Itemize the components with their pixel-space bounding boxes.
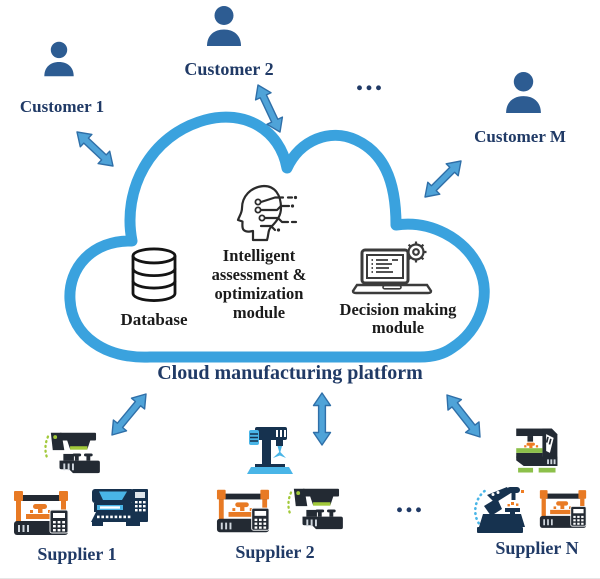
supplier-2-label: Supplier 2 [235, 542, 315, 562]
intelligent-module-label: Intelligent assessment & optimization mo… [211, 246, 307, 322]
person-icon [501, 70, 546, 115]
cnc-machine-icon [40, 427, 104, 477]
decision-module-label: Decision making module [339, 300, 457, 337]
customer-1-label: Customer 1 [19, 97, 105, 116]
3d-printer-icon [7, 485, 75, 541]
double-headed-arrow [446, 394, 481, 438]
double-headed-arrow [312, 392, 332, 446]
customer-2-label: Customer 2 [184, 59, 274, 79]
customers-ellipsis: ... [355, 64, 385, 97]
robot-arm-icon [466, 482, 532, 536]
database-module-label: Database [120, 310, 188, 329]
suppliers-ellipsis: ... [395, 486, 425, 519]
double-headed-arrow [424, 160, 462, 198]
laptop-gear-icon [350, 240, 434, 302]
double-headed-arrow [111, 393, 147, 436]
measuring-machine-icon [87, 486, 153, 540]
supplier-n-label: Supplier N [495, 538, 579, 558]
milling-machine-icon [505, 424, 563, 478]
person-icon [202, 4, 246, 48]
ai-head-circuit-icon [230, 182, 308, 244]
3d-printer-icon [532, 485, 594, 533]
person-icon [40, 40, 78, 78]
double-headed-arrow [76, 131, 114, 167]
supplier-1-label: Supplier 1 [37, 544, 117, 564]
drill-press-icon [241, 423, 299, 477]
cloud-platform-label: Cloud manufacturing platform [157, 362, 423, 384]
3d-printer-icon [209, 484, 277, 538]
cnc-machine-icon [281, 483, 349, 533]
customer-m-label: Customer M [474, 127, 566, 146]
double-headed-arrow [254, 84, 284, 133]
database-cylinder-icon [126, 246, 182, 306]
